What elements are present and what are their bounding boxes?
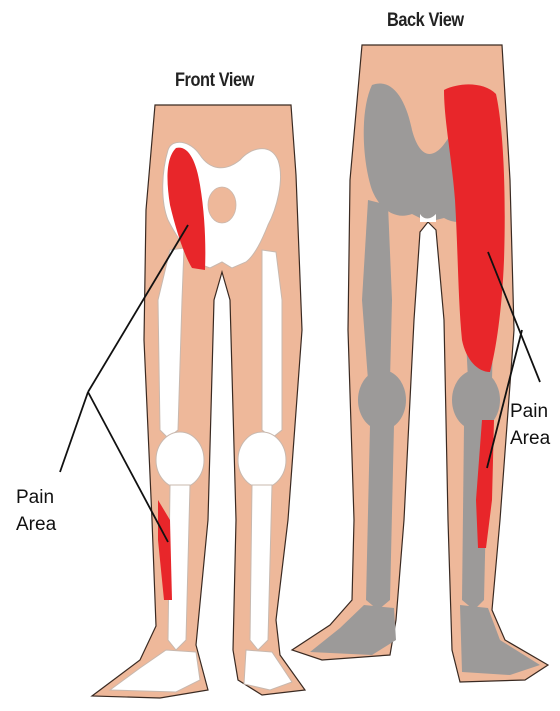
back-pain-area-label: Pain Area bbox=[510, 398, 550, 452]
front-right-knee bbox=[238, 432, 286, 488]
back-right-foot bbox=[460, 605, 540, 675]
front-right-shin bbox=[250, 485, 272, 650]
front-pain-label-line1: Pain bbox=[16, 484, 56, 511]
front-right-femur bbox=[262, 250, 282, 438]
back-left-knee bbox=[358, 370, 406, 430]
back-view-title: Back View bbox=[387, 10, 464, 32]
front-view-title: Front View bbox=[175, 70, 254, 92]
front-leader-line-shin-top bbox=[60, 392, 88, 472]
back-left-femur bbox=[362, 200, 392, 388]
front-left-shin bbox=[168, 485, 190, 650]
front-pain-label-line2: Area bbox=[16, 511, 56, 538]
back-view-figure bbox=[292, 45, 548, 682]
front-view-figure bbox=[92, 105, 305, 698]
back-left-shin bbox=[366, 425, 394, 610]
back-legs-silhouette bbox=[292, 45, 548, 682]
back-pain-label-line2: Area bbox=[510, 425, 550, 452]
front-left-knee bbox=[156, 432, 204, 488]
front-pain-area-label: Pain Area bbox=[16, 484, 56, 538]
back-pain-label-line1: Pain bbox=[510, 398, 550, 425]
